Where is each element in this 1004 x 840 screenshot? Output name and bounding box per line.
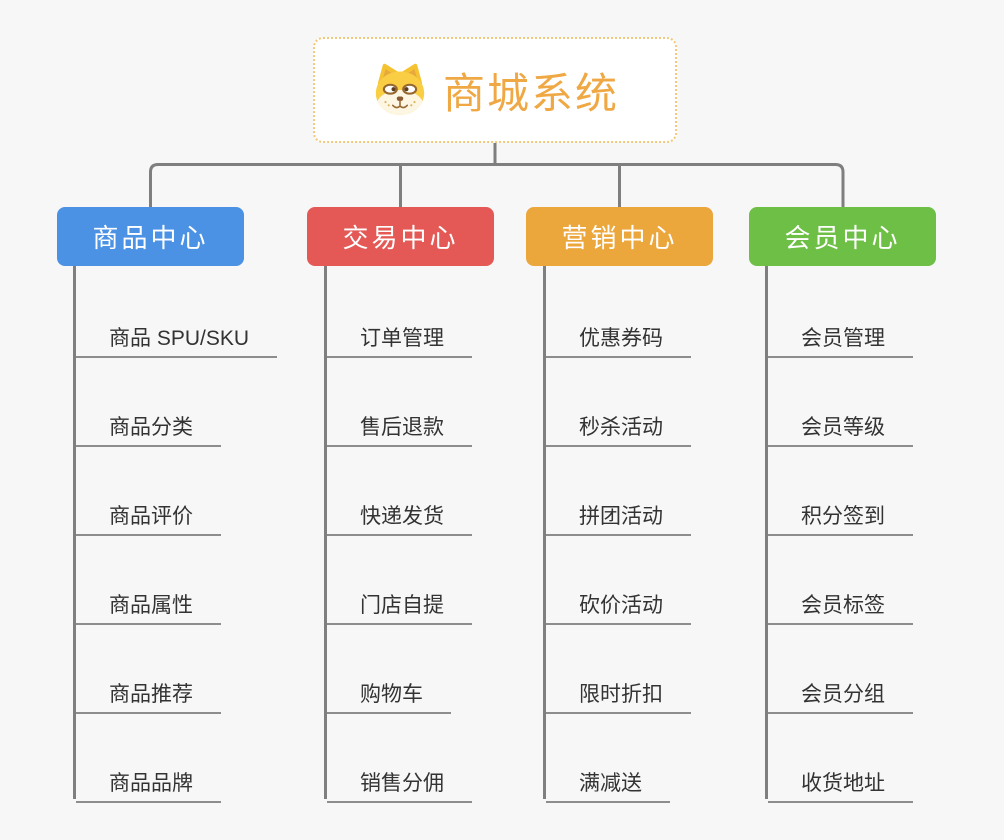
child-topic[interactable]: 商品品牌 bbox=[76, 757, 221, 803]
branch-node-member-center[interactable]: 会员中心 bbox=[749, 207, 936, 266]
child-topic[interactable]: 秒杀活动 bbox=[546, 401, 691, 447]
branch-children-trade-center: 订单管理 售后退款 快递发货 门店自提 购物车 销售分佣 bbox=[324, 266, 547, 803]
child-topic[interactable]: 购物车 bbox=[327, 668, 451, 714]
child-topic[interactable]: 优惠券码 bbox=[546, 312, 691, 358]
child-topic[interactable]: 快递发货 bbox=[327, 490, 472, 536]
child-topic[interactable]: 收货地址 bbox=[768, 757, 913, 803]
child-topic[interactable]: 满减送 bbox=[546, 757, 670, 803]
child-topic[interactable]: 订单管理 bbox=[327, 312, 472, 358]
child-topic[interactable]: 会员管理 bbox=[768, 312, 913, 358]
child-topic[interactable]: 商品 SPU/SKU bbox=[76, 312, 278, 358]
branch-children-marketing-center: 优惠券码 秒杀活动 拼团活动 砍价活动 限时折扣 满减送 bbox=[543, 266, 766, 803]
branch-node-trade-center[interactable]: 交易中心 bbox=[307, 207, 494, 266]
child-topic[interactable]: 商品属性 bbox=[76, 579, 221, 625]
child-topic[interactable]: 拼团活动 bbox=[546, 490, 691, 536]
child-topic[interactable]: 商品评价 bbox=[76, 490, 221, 536]
branch-node-product-center[interactable]: 商品中心 bbox=[57, 207, 244, 266]
root-node[interactable]: 商城系统 bbox=[313, 37, 677, 143]
child-topic[interactable]: 售后退款 bbox=[327, 401, 472, 447]
branch-bracket-line bbox=[149, 163, 845, 207]
child-topic[interactable]: 会员标签 bbox=[768, 579, 913, 625]
child-topic[interactable]: 商品分类 bbox=[76, 401, 221, 447]
child-topic[interactable]: 积分签到 bbox=[768, 490, 913, 536]
branch-children-member-center: 会员管理 会员等级 积分签到 会员标签 会员分组 收货地址 bbox=[765, 266, 988, 803]
branch-node-marketing-center[interactable]: 营销中心 bbox=[526, 207, 713, 266]
child-topic[interactable]: 会员分组 bbox=[768, 668, 913, 714]
dog-face-icon bbox=[375, 63, 425, 115]
child-topic[interactable]: 会员等级 bbox=[768, 401, 913, 447]
child-topic[interactable]: 商品推荐 bbox=[76, 668, 221, 714]
branch-children-product-center: 商品 SPU/SKU 商品分类 商品评价 商品属性 商品推荐 商品品牌 bbox=[73, 266, 296, 803]
root-title: 商城系统 bbox=[442, 69, 619, 117]
child-topic[interactable]: 销售分佣 bbox=[327, 757, 472, 803]
child-topic[interactable]: 限时折扣 bbox=[546, 668, 691, 714]
child-topic[interactable]: 砍价活动 bbox=[546, 579, 691, 625]
child-topic[interactable]: 门店自提 bbox=[327, 579, 472, 625]
